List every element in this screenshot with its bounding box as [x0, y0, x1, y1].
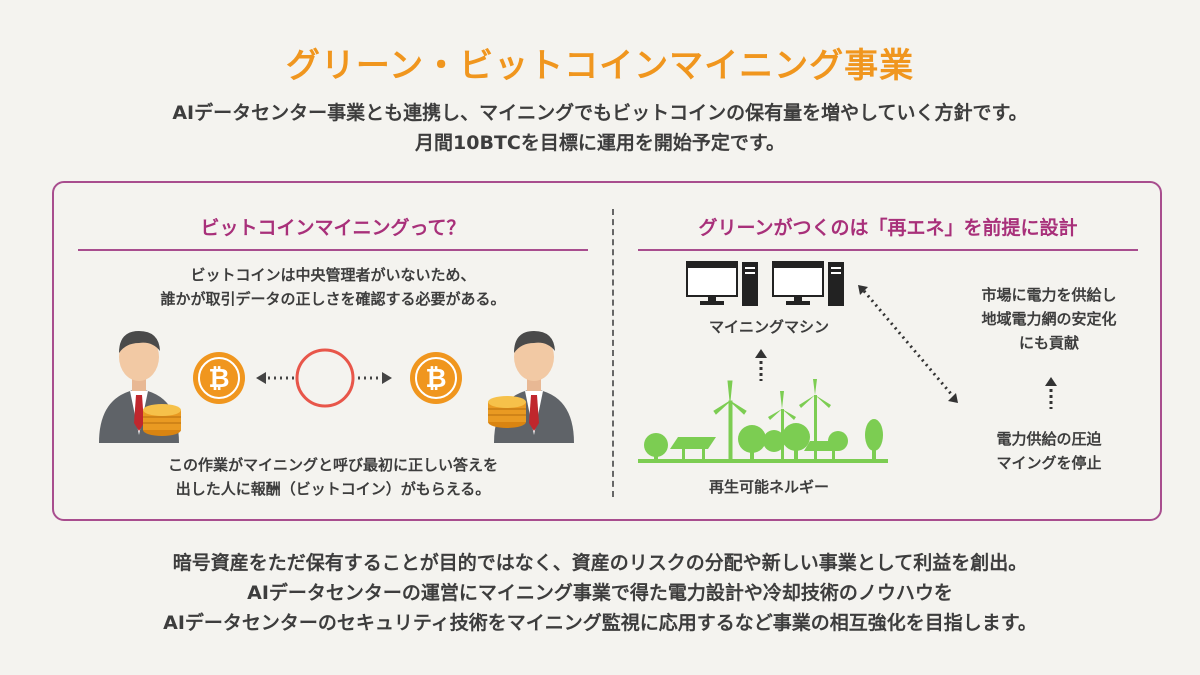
tree-icon: [782, 423, 810, 451]
intro-text: AIデータセンター事業とも連携し、マイニングでもビットコインの保有量を増やしてい…: [0, 98, 1200, 158]
tree-icon: [865, 419, 883, 451]
right-heading: グリーンがつくのは「再エネ」を前提に設計: [698, 217, 1078, 239]
left-heading: ビットコインマイニングって？: [200, 217, 466, 239]
bitcoin-icon: ₿: [193, 352, 245, 404]
mining-desc-line-1: ビットコインは中央管理者がいないため、: [190, 266, 476, 284]
summary-text: 暗号資産をただ保有することが目的ではなく、資産のリスクの分配や新しい事業として利…: [0, 548, 1200, 638]
renewable-energy-illustration: [638, 379, 888, 463]
mining-stop-text: 電力供給の圧迫 マイングを停止: [954, 427, 1144, 475]
mining-description: ビットコインは中央管理者がいないため、 誰かが取引データの正しさを確認する必要が…: [78, 263, 588, 311]
wind-turbine-icon: [799, 379, 831, 461]
up-arrow-icon: [1045, 377, 1057, 409]
mining-machine-label: マイニングマシン: [708, 318, 829, 336]
stop-line-1: 電力供給の圧迫: [996, 430, 1102, 448]
bitcoin-icon: ₿: [410, 352, 462, 404]
right-heading-rule: [638, 249, 1138, 251]
coin-stack-icon: [488, 396, 526, 428]
intro-line-1: AIデータセンター事業とも連携し、マイニングでもビットコインの保有量を増やしてい…: [172, 102, 1028, 124]
mining-desc-line-2: 誰かが取引データの正しさを確認する必要がある。: [160, 290, 506, 308]
wind-turbine-icon: [713, 380, 747, 462]
grid-line-3: にも貢献: [1018, 334, 1079, 352]
tree-icon: [738, 425, 766, 453]
grid-line-2: 地域電力網の安定化: [981, 310, 1117, 328]
computer-icon: [772, 261, 844, 306]
renewable-energy-label: 再生可能ネルギー: [708, 478, 829, 496]
summary-line-1: 暗号資産をただ保有することが目的ではなく、資産のリスクの分配や新しい事業として利…: [172, 552, 1028, 574]
computer-icon: [686, 261, 758, 306]
reward-line-1: この作業がマイニングと呼び最初に正しい答えを: [167, 456, 498, 474]
diagonal-arrow-icon: [858, 285, 958, 403]
grid-line-1: 市場に電力を供給し: [981, 286, 1117, 304]
left-heading-rule: [78, 249, 588, 251]
verify-circle-icon: [295, 348, 355, 408]
up-arrow-icon: [755, 349, 767, 381]
mining-reward-text: この作業がマイニングと呼び最初に正しい答えを 出した人に報酬（ビットコイン）がも…: [78, 453, 588, 501]
reward-line-2: 出した人に報酬（ビットコイン）がもらえる。: [175, 480, 491, 498]
coin-stack-icon: [143, 404, 181, 436]
stop-line-2: マイングを停止: [996, 454, 1102, 472]
summary-line-3: AIデータセンターのセキュリティ技術をマイニング監視に応用するなど事業の相互強化…: [163, 612, 1037, 634]
svg-text:₿: ₿: [208, 364, 229, 394]
page-title: グリーン・ビットコインマイニング事業: [285, 46, 915, 86]
grid-support-text: 市場に電力を供給し 地域電力網の安定化 にも貢献: [954, 283, 1144, 355]
summary-line-2: AIデータセンターの運営にマイニング事業で得た電力設計や冷却技術のノウハウを: [247, 582, 953, 604]
tree-icon: [763, 430, 785, 452]
svg-text:₿: ₿: [425, 364, 446, 394]
businessman-icon: [99, 331, 179, 443]
explanation-panel: ビットコインマイニングって？ ビットコインは中央管理者がいないため、 誰かが取引…: [52, 181, 1162, 521]
section-divider: [612, 209, 614, 497]
wind-turbine-icon: [768, 391, 796, 461]
intro-line-2: 月間10BTCを目標に運用を開始予定です。: [415, 132, 785, 154]
